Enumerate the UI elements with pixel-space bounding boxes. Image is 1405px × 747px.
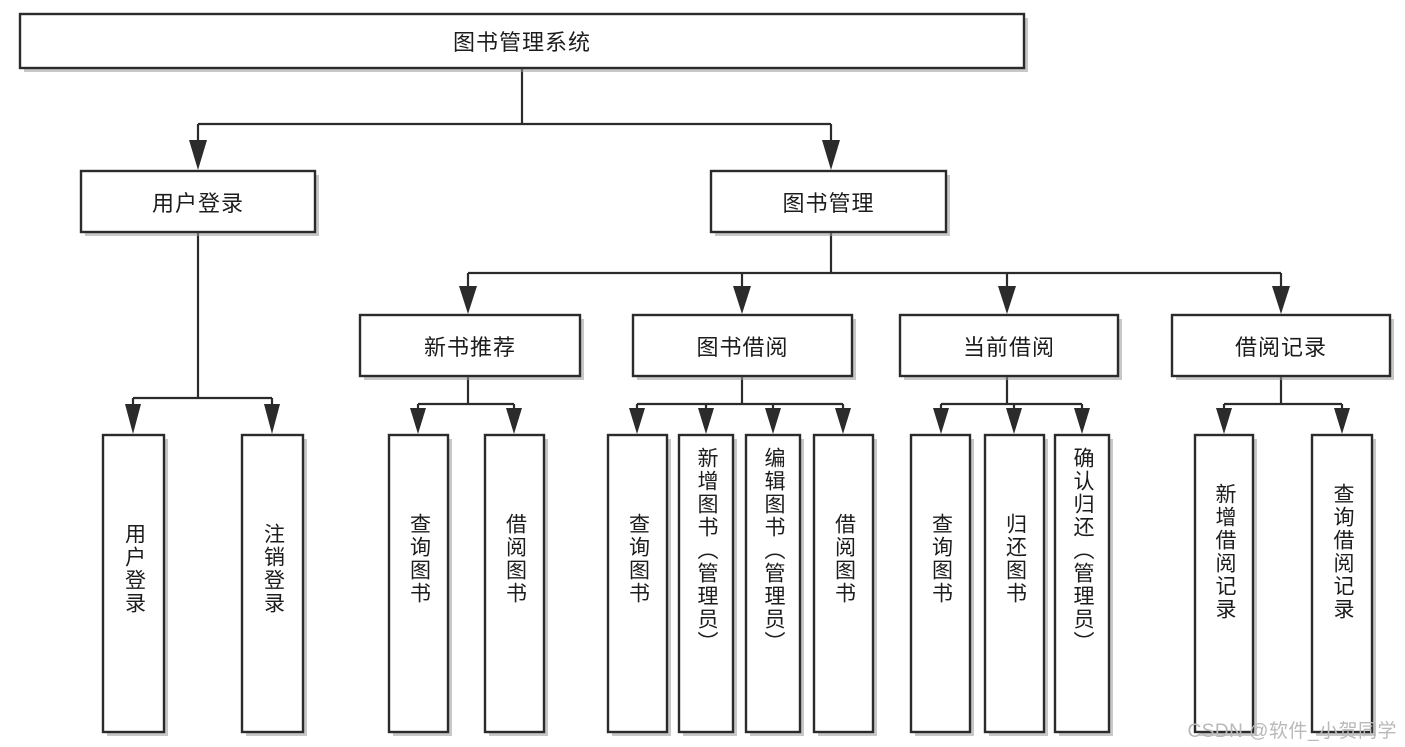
arrowhead-leaf-logout [264, 404, 280, 434]
node-book-manage[interactable] [709, 169, 948, 234]
arrowhead-book-manage [822, 140, 840, 170]
arrowhead-leaf-query-book-1 [410, 408, 426, 434]
arrowhead-borrow-record [1272, 286, 1290, 314]
node-leaf-return-book[interactable] [983, 433, 1046, 734]
arrowhead-leaf-edit-book [765, 408, 781, 434]
node-leaf-logout[interactable] [240, 433, 305, 734]
watermark-text: CSDN @软件_小贺同学 [1187, 721, 1397, 742]
node-leaf-query-book-3[interactable] [909, 433, 972, 734]
arrowhead-leaf-add-book [698, 408, 714, 434]
arrowhead-leaf-borrow-book-2 [835, 408, 851, 434]
node-leaf-borrow-book-1[interactable] [483, 433, 546, 734]
node-leaf-query-record[interactable] [1310, 433, 1374, 734]
node-new-book-recommend[interactable] [358, 313, 582, 378]
node-leaf-query-book-1[interactable] [387, 433, 450, 734]
arrowhead-leaf-borrow-book-1 [506, 408, 522, 434]
node-borrow-record[interactable] [1170, 313, 1392, 378]
node-current-borrow[interactable] [898, 313, 1120, 378]
nodes-layer [18, 12, 1394, 736]
node-leaf-user-login[interactable] [101, 433, 166, 734]
arrowhead-leaf-query-book-3 [933, 408, 949, 434]
node-leaf-borrow-book-2[interactable] [812, 433, 875, 734]
node-leaf-edit-book[interactable] [744, 433, 802, 734]
arrowhead-current-borrow [998, 286, 1016, 314]
arrowhead-leaf-confirm-return [1074, 408, 1090, 434]
arrowhead-leaf-return-book [1006, 408, 1022, 434]
node-root[interactable] [18, 12, 1026, 70]
arrowhead-user-login [189, 140, 207, 170]
arrowhead-leaf-query-record [1334, 408, 1350, 434]
node-leaf-add-book[interactable] [677, 433, 735, 734]
node-leaf-query-book-2[interactable] [606, 433, 669, 734]
arrowhead-leaf-add-record [1216, 408, 1232, 434]
node-user-login[interactable] [79, 169, 317, 234]
arrowhead-new-book-rec [459, 286, 477, 314]
arrowheads-layer [125, 140, 1350, 434]
arrowhead-leaf-user-login [125, 404, 141, 434]
node-leaf-confirm-return[interactable] [1053, 433, 1111, 734]
node-leaf-add-record[interactable] [1193, 433, 1255, 734]
node-book-borrow[interactable] [631, 313, 854, 378]
arrowhead-book-borrow [733, 286, 751, 314]
arrowhead-leaf-query-book-2 [629, 408, 645, 434]
